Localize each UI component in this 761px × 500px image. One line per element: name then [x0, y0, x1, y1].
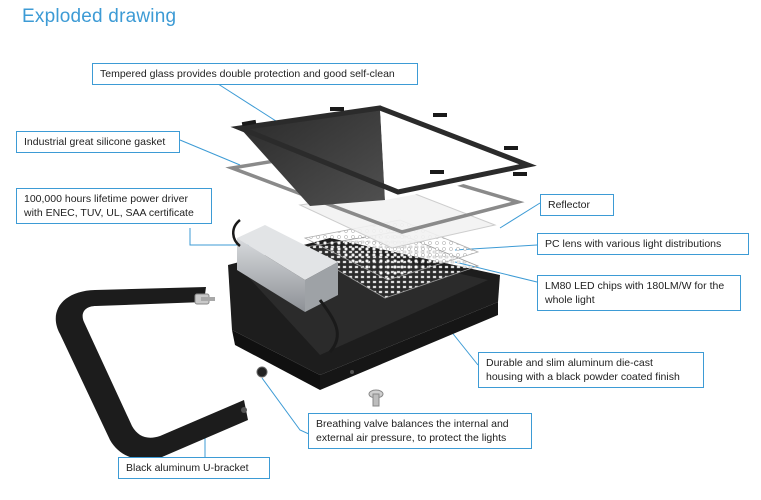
leader-line-reflector	[499, 202, 541, 229]
u-bracket	[55, 287, 248, 460]
callout-led-chips-line1: LM80 LED chips with 180LM/W for the	[545, 280, 725, 292]
callout-tempered-glass-text: Tempered glass provides double protectio…	[100, 68, 395, 80]
callout-breathing-valve-line1: Breathing valve balances the internal an…	[316, 418, 509, 430]
leader-line-gasket	[179, 139, 241, 166]
tempered-glass	[230, 105, 537, 206]
callout-power-driver-line2: with ENEC, TUV, UL, SAA certificate	[24, 207, 194, 219]
breathing-valve	[256, 366, 268, 378]
callout-silicone-gasket-text: Industrial great silicone gasket	[24, 136, 166, 148]
cable-gland-screw	[194, 293, 215, 305]
leader-line-housing	[449, 329, 479, 366]
callout-housing-line1: Durable and slim aluminum die-cast	[486, 357, 653, 369]
callout-pc-lens-text: PC lens with various light distributions	[545, 238, 722, 250]
callout-silicone-gasket: Industrial great silicone gasket	[16, 131, 180, 153]
diagram-title: Exploded drawing	[22, 6, 177, 27]
power-driver	[232, 219, 339, 353]
callout-reflector-text: Reflector	[548, 199, 591, 211]
callout-reflector: Reflector	[540, 194, 614, 216]
callout-u-bracket: Black aluminum U-bracket	[118, 457, 270, 479]
callout-housing: Durable and slim aluminum die-cast housi…	[478, 352, 704, 388]
callout-breathing-valve: Breathing valve balances the internal an…	[308, 413, 532, 449]
callout-led-chips-line2: whole light	[545, 294, 595, 306]
glass-clips	[241, 107, 527, 176]
callout-power-driver-line1: 100,000 hours lifetime power driver	[24, 193, 189, 205]
callout-u-bracket-text: Black aluminum U-bracket	[126, 462, 249, 474]
callout-housing-line2: housing with a black powder coated finis…	[486, 371, 680, 383]
callout-breathing-valve-line2: external air pressure, to protect the li…	[316, 432, 507, 444]
bracket-bolt	[368, 389, 384, 407]
callout-power-driver: 100,000 hours lifetime power driver with…	[16, 188, 212, 224]
callout-tempered-glass: Tempered glass provides double protectio…	[92, 63, 418, 85]
callout-pc-lens: PC lens with various light distributions	[537, 233, 749, 255]
callout-led-chips: LM80 LED chips with 180LM/W for the whol…	[537, 275, 741, 311]
